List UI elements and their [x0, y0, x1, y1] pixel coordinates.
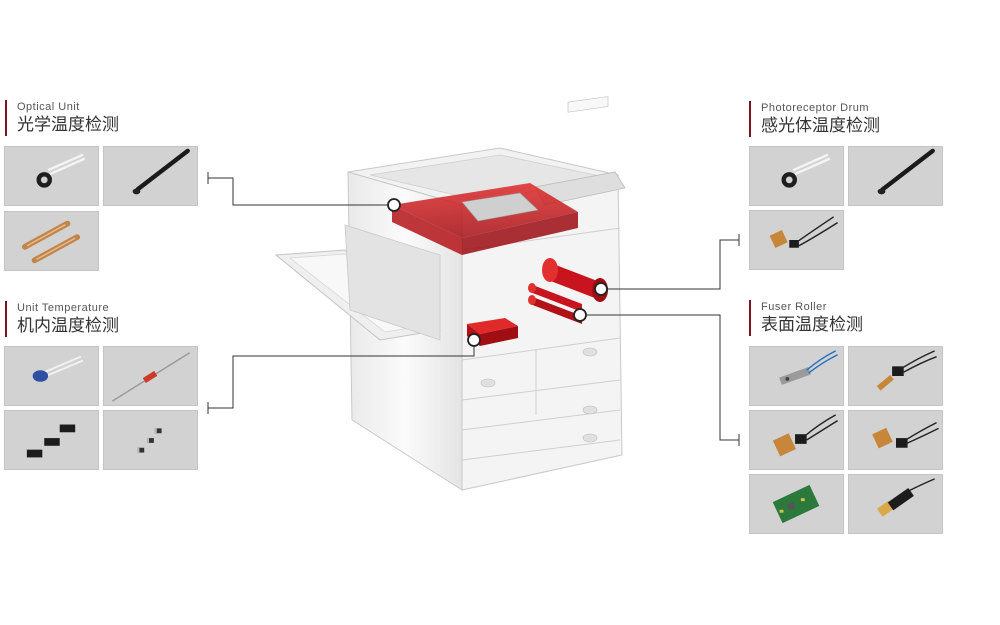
optical-unit-title-cn: 光学温度检测 [17, 115, 119, 135]
epoxy-probe-sensor-icon [877, 148, 935, 195]
photoreceptor-drum-highlight [542, 258, 608, 302]
fuser-roller-product-4[interactable] [848, 410, 943, 470]
fuser-roller-product-5[interactable] [749, 474, 844, 534]
unit-temperature-title-cn: 机内温度检测 [17, 316, 119, 336]
unit-temperature-product-2[interactable] [103, 346, 198, 406]
ring-lug-sensor-icon [781, 153, 831, 188]
photoreceptor-drum-product-1[interactable] [749, 146, 844, 206]
fuser-roller-title-cn: 表面温度检测 [761, 315, 863, 335]
fuser-roller-product-2[interactable] [848, 346, 943, 406]
photoreceptor-drum-title-en: Photoreceptor Drum [761, 102, 870, 114]
fuser-roller-title-en: Fuser Roller [761, 301, 827, 313]
optical-unit-product-1[interactable] [4, 146, 99, 206]
unit-temperature-heading: Unit Temperature 机内温度检测 [5, 301, 119, 337]
optical-unit-connector [208, 177, 393, 206]
connector-lines [207, 172, 740, 446]
optical-unit-product-2[interactable] [103, 146, 198, 206]
optical-unit-product-3[interactable] [4, 211, 99, 271]
unit-temperature-product-4[interactable] [103, 410, 198, 470]
metal-clip-sensor-icon [779, 350, 838, 385]
film-sensor-icon [772, 414, 838, 457]
photoreceptor-drum-title-cn: 感光体温度检测 [761, 116, 880, 136]
optical-unit-heading: Optical Unit 光学温度检测 [5, 100, 119, 136]
epoxy-probe-sensor-icon [132, 148, 190, 195]
fuser-roller-product-6[interactable] [848, 474, 943, 534]
fuser-roller-product-1[interactable] [749, 346, 844, 406]
smd-thermistor-icon [26, 424, 76, 458]
photoreceptor-drum-product-3[interactable] [749, 210, 844, 270]
fuser-roller-highlight [528, 283, 582, 324]
axial-glass-thermistor-icon [111, 352, 191, 402]
connector-dots [387, 198, 608, 347]
fuser-roller-product-3[interactable] [749, 410, 844, 470]
ring-lug-sensor-icon [36, 153, 86, 188]
pcb-sensor-icon [772, 484, 820, 524]
copper-tube-sensor-icon [22, 220, 81, 264]
unit-temperature-product-1[interactable] [4, 346, 99, 406]
photoreceptor-drum-product-2[interactable] [848, 146, 943, 206]
photoreceptor-drum-connector [601, 239, 739, 290]
photoreceptor-drum-heading: Photoreceptor Drum 感光体温度检测 [749, 101, 880, 137]
unit-temperature-connector [208, 341, 475, 409]
fuser-roller-heading: Fuser Roller 表面温度检测 [749, 300, 863, 336]
film-sensor-icon [769, 216, 838, 249]
unit-temperature-highlight [467, 318, 518, 346]
film-sensor-icon [872, 421, 939, 449]
unit-temperature-product-3[interactable] [4, 410, 99, 470]
chip-thermistor-icon [137, 428, 162, 453]
optical-unit-highlight [392, 183, 578, 255]
film-lead-sensor-icon [876, 350, 937, 391]
pcb-probe-sensor-icon [877, 478, 935, 517]
fuser-roller-connector [580, 314, 739, 441]
printer-body [274, 96, 626, 491]
unit-temperature-title-en: Unit Temperature [17, 302, 110, 314]
optical-unit-title-en: Optical Unit [17, 101, 80, 113]
glass-bead-thermistor-icon [32, 355, 84, 382]
